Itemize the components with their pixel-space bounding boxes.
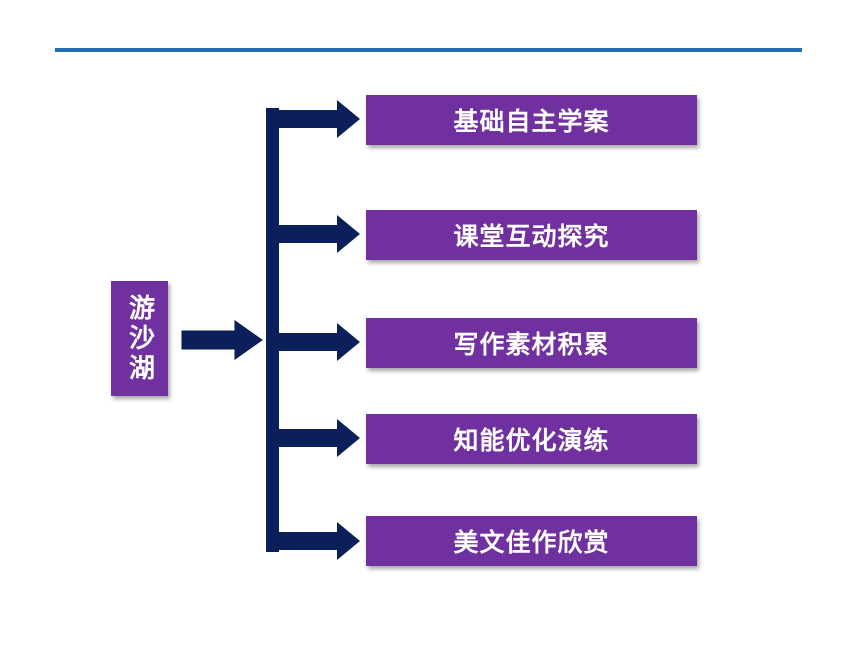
trunk-bar bbox=[266, 108, 279, 552]
branch-node-5: 美文佳作欣赏 bbox=[366, 516, 697, 566]
root-node-label: 游沙湖 bbox=[124, 293, 155, 384]
branch-arrow-1 bbox=[279, 100, 360, 138]
header-divider-line bbox=[55, 48, 802, 52]
branch-node-3-label: 写作素材积累 bbox=[453, 330, 610, 359]
branch-arrow-5 bbox=[279, 522, 360, 560]
branch-node-1-label: 基础自主学案 bbox=[453, 107, 610, 136]
branch-node-4: 知能优化演练 bbox=[366, 414, 697, 464]
branch-arrow-4 bbox=[279, 419, 360, 457]
branch-node-1: 基础自主学案 bbox=[366, 95, 697, 145]
branch-node-5-label: 美文佳作欣赏 bbox=[453, 528, 610, 557]
branch-node-4-label: 知能优化演练 bbox=[453, 426, 610, 455]
branch-node-2: 课堂互动探究 bbox=[366, 210, 697, 260]
branch-arrow-3 bbox=[279, 323, 360, 361]
branch-node-2-label: 课堂互动探究 bbox=[453, 222, 610, 251]
root-arrow bbox=[181, 320, 263, 360]
branch-node-3: 写作素材积累 bbox=[366, 318, 697, 368]
branch-arrow-2 bbox=[279, 215, 360, 253]
root-node: 游沙湖 bbox=[111, 281, 168, 396]
